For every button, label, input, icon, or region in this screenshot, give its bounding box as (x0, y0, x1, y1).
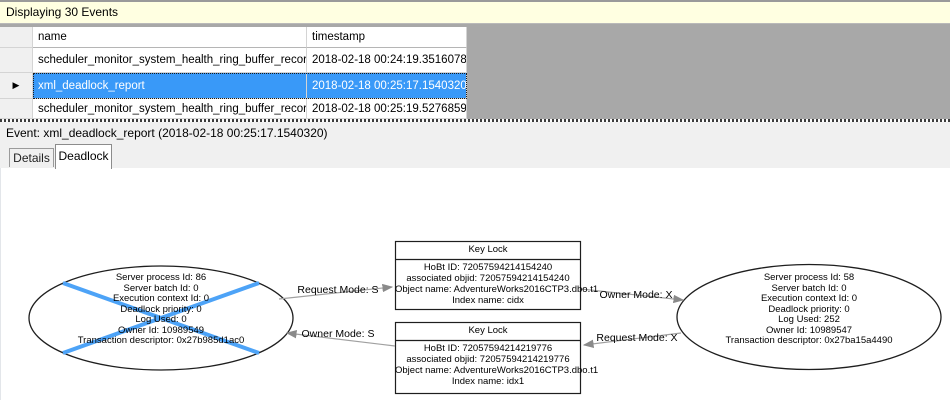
event-detail-strip: Event: xml_deadlock_report (2018-02-18 0… (0, 122, 950, 169)
cell-timestamp[interactable]: 2018-02-18 00:24:19.3516078 (307, 48, 467, 73)
edge-owner-x (580, 288, 685, 304)
events-grid: name timestamp scheduler_monitor_system_… (0, 27, 467, 120)
table-row[interactable]: scheduler_monitor_system_health_ring_buf… (0, 48, 467, 73)
table-row[interactable]: scheduler_monitor_system_health_ring_buf… (0, 99, 467, 119)
resource-bottom-title: Key Lock (468, 325, 508, 336)
cell-timestamp[interactable]: 2018-02-18 00:25:17.1540320 (307, 73, 467, 99)
edge-label-owner-x: Owner Mode: X (599, 289, 673, 301)
victim-cross-icon (62, 281, 260, 355)
owner-process-node (676, 263, 942, 371)
tab-deadlock[interactable]: Deadlock (55, 144, 112, 169)
cell-name[interactable]: xml_deadlock_report (33, 73, 307, 99)
resource-bottom-text: HoBt ID: 72057594214219776 associated ob… (395, 343, 599, 387)
column-header-name[interactable]: name (33, 27, 307, 48)
selected-event-label: Event: xml_deadlock_report (2018-02-18 0… (6, 126, 328, 140)
resource-top-title: Key Lock (468, 244, 508, 255)
events-grid-band: name timestamp scheduler_monitor_system_… (0, 24, 950, 120)
cell-name[interactable]: scheduler_monitor_system_health_ring_buf… (33, 48, 307, 73)
row-header-cell[interactable] (0, 99, 33, 119)
events-count-bar: Displaying 30 Events (0, 2, 950, 24)
row-header-corner[interactable] (0, 27, 33, 48)
cell-name[interactable]: scheduler_monitor_system_health_ring_buf… (33, 99, 307, 119)
events-count-label: Displaying 30 Events (6, 5, 119, 19)
row-header-cell[interactable]: ▶ (0, 73, 33, 99)
victim-process-text: Server process Id: 86 Server batch Id: 0… (77, 272, 245, 346)
grid-header-row: name timestamp (0, 27, 467, 48)
table-row-selected[interactable]: ▶ xml_deadlock_report 2018-02-18 00:25:1… (0, 73, 467, 99)
deadlock-graph-pane: Server process Id: 86 Server batch Id: 0… (0, 168, 950, 400)
edge-label-request-s: Request Mode: S (297, 284, 379, 296)
edge-label-owner-s: Owner Mode: S (301, 328, 375, 340)
resource-node-bottom (394, 321, 582, 395)
grid-pane-splitter[interactable] (0, 119, 950, 122)
row-header-cell[interactable] (0, 48, 33, 73)
edge-request-s (278, 283, 394, 300)
edge-request-x (582, 332, 682, 348)
tab-details[interactable]: Details (9, 148, 54, 167)
resource-top-text: HoBt ID: 72057594214154240 associated ob… (395, 262, 599, 306)
edge-label-request-x: Request Mode: X (596, 332, 678, 344)
cell-timestamp[interactable]: 2018-02-18 00:25:19.5276859 (307, 99, 467, 119)
owner-process-text: Server process Id: 58 Server batch Id: 0… (725, 272, 893, 346)
column-header-timestamp[interactable]: timestamp (307, 27, 467, 48)
current-row-arrow-icon: ▶ (12, 80, 20, 90)
deadlock-graph-canvas (28, 240, 942, 395)
edge-owner-s (285, 329, 396, 347)
resource-node-top (394, 240, 582, 311)
